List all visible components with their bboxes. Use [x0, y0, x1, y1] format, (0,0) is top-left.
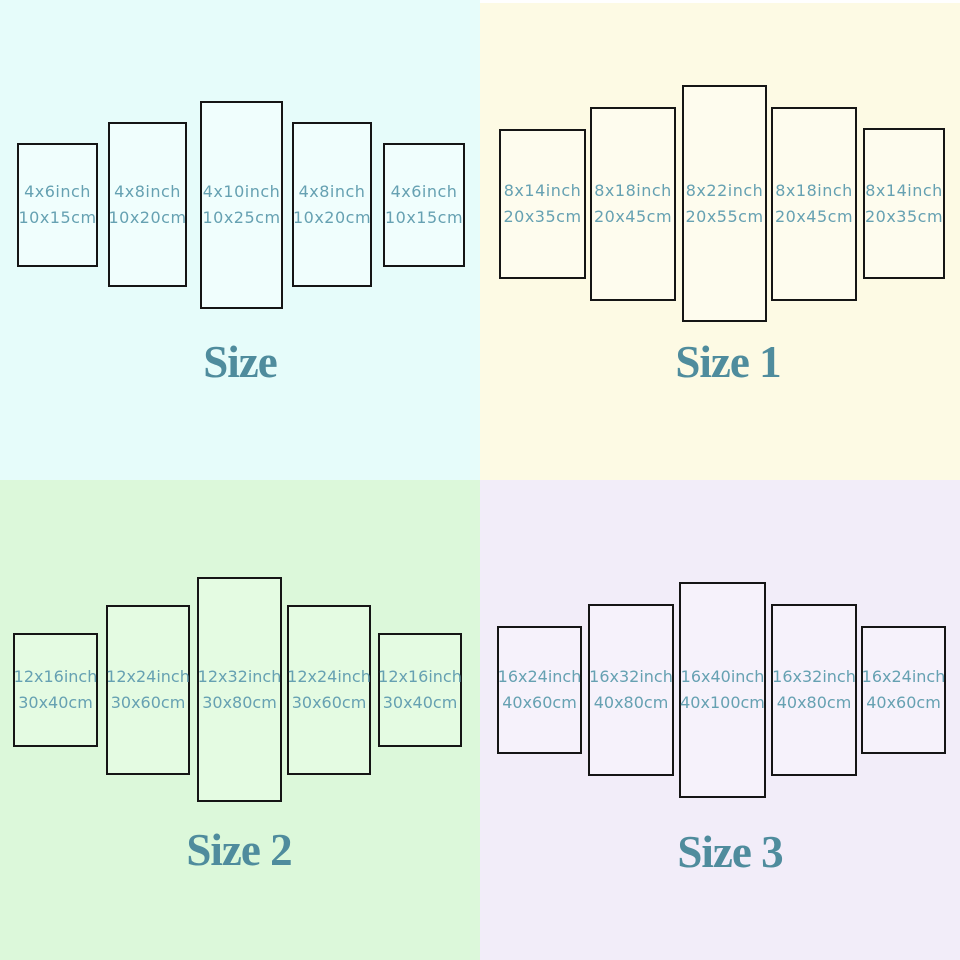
panel-size-inch-label: 8x18inch: [775, 181, 853, 200]
panel-size-inch-label: 8x14inch: [865, 180, 943, 200]
size-chart-title: Size 3: [677, 827, 783, 877]
size-chart-size-2: 12x16inch 30x40cm 12x24inch 30x60cm 12x3…: [0, 480, 480, 960]
canvas-panel-left-outer: 4x6inch 10x15cm: [17, 143, 98, 267]
canvas-panel-right-inner: 16x32inch 40x80cm: [771, 604, 857, 776]
panel-size-inch-label: 4x6inch: [390, 182, 458, 201]
canvas-panel-right-inner: 8x18inch 20x45cm: [771, 107, 857, 301]
panel-size-inch-label: 12x24inch: [287, 667, 371, 686]
panel-size-cm-label: 10x20cm: [292, 207, 372, 227]
size-chart-size-1: 8x14inch 20x35cm 8x18inch 20x45cm 8x22in…: [480, 0, 960, 480]
panel-size-cm-label: 40x80cm: [593, 693, 669, 712]
panel-size-inch-label: 8x22inch: [685, 180, 764, 200]
size-chart-title: Size 2: [186, 825, 292, 875]
panel-size-inch-label: 16x40inch: [680, 667, 765, 686]
size-chart-size-3: 16x24inch 40x60cm 16x32inch 40x80cm 16x4…: [480, 480, 960, 960]
size-chart-title: Size 1: [675, 337, 781, 387]
panel-size-cm-label: 40x60cm: [502, 693, 577, 712]
panel-size-cm-label: 20x55cm: [685, 206, 764, 226]
panel-size-inch-label: 16x24inch: [861, 667, 946, 686]
panel-size-cm-label: 40x60cm: [866, 693, 941, 712]
canvas-panel-right-outer: 12x16inch 30x40cm: [378, 633, 462, 747]
panel-size-inch-label: 8x18inch: [594, 181, 672, 200]
canvas-panel-right-outer: 4x6inch 10x15cm: [383, 143, 465, 267]
panel-size-inch-label: 16x32inch: [589, 667, 673, 686]
panel-size-inch-label: 12x24inch: [106, 667, 190, 686]
panel-size-cm-label: 10x20cm: [108, 207, 187, 227]
canvas-panel-right-inner: 12x24inch 30x60cm: [287, 605, 371, 775]
panel-size-inch-label: 4x8inch: [114, 181, 181, 201]
panel-size-cm-label: 40x100cm: [680, 693, 765, 712]
canvas-panel-left-inner: 4x8inch 10x20cm: [108, 122, 187, 287]
panel-size-cm-label: 20x45cm: [593, 207, 673, 226]
canvas-panel-left-inner: 16x32inch 40x80cm: [588, 604, 674, 776]
panel-size-inch-label: 12x32inch: [197, 666, 282, 686]
panel-size-cm-label: 10x15cm: [18, 208, 97, 227]
panel-size-inch-label: 12x16inch: [378, 667, 462, 686]
canvas-panel-center: 8x22inch 20x55cm: [682, 85, 767, 322]
size-chart-size: 4x6inch 10x15cm 4x8inch 10x20cm 4x10inch…: [0, 0, 480, 480]
canvas-panel-center: 16x40inch 40x100cm: [679, 582, 766, 798]
panel-size-cm-label: 10x15cm: [384, 208, 464, 227]
panel-size-cm-label: 20x35cm: [864, 206, 944, 226]
canvas-panel-left-outer: 16x24inch 40x60cm: [497, 626, 582, 754]
canvas-panel-left-inner: 12x24inch 30x60cm: [106, 605, 190, 775]
canvas-panel-center: 4x10inch 10x25cm: [200, 101, 283, 309]
panel-size-cm-label: 30x40cm: [18, 693, 93, 712]
canvas-panel-left-outer: 8x14inch 20x35cm: [499, 129, 586, 279]
panel-size-inch-label: 16x24inch: [497, 667, 582, 686]
panel-size-cm-label: 10x25cm: [202, 208, 281, 227]
canvas-panel-center: 12x32inch 30x80cm: [197, 577, 282, 802]
panel-size-cm-label: 30x40cm: [382, 693, 458, 712]
panel-size-inch-label: 16x32inch: [772, 667, 856, 686]
panel-size-cm-label: 20x35cm: [503, 207, 582, 226]
canvas-panel-right-outer: 16x24inch 40x60cm: [861, 626, 946, 754]
panel-size-inch-label: 8x14inch: [503, 181, 582, 200]
canvas-panel-right-outer: 8x14inch 20x35cm: [863, 128, 945, 279]
panel-size-inch-label: 4x6inch: [24, 182, 91, 201]
panel-size-cm-label: 30x60cm: [110, 693, 186, 712]
canvas-panel-right-inner: 4x8inch 10x20cm: [292, 122, 372, 287]
panel-size-cm-label: 40x80cm: [776, 693, 852, 712]
panel-size-cm-label: 20x45cm: [774, 207, 854, 226]
panel-size-cm-label: 30x80cm: [202, 692, 277, 712]
canvas-panel-left-outer: 12x16inch 30x40cm: [13, 633, 98, 747]
canvas-panel-left-inner: 8x18inch 20x45cm: [590, 107, 676, 301]
panel-size-inch-label: 4x10inch: [202, 182, 281, 201]
panel-size-inch-label: 4x8inch: [298, 181, 366, 201]
panel-size-inch-label: 12x16inch: [13, 667, 98, 686]
size-chart-title: Size: [203, 337, 277, 387]
panel-size-cm-label: 30x60cm: [291, 693, 367, 712]
